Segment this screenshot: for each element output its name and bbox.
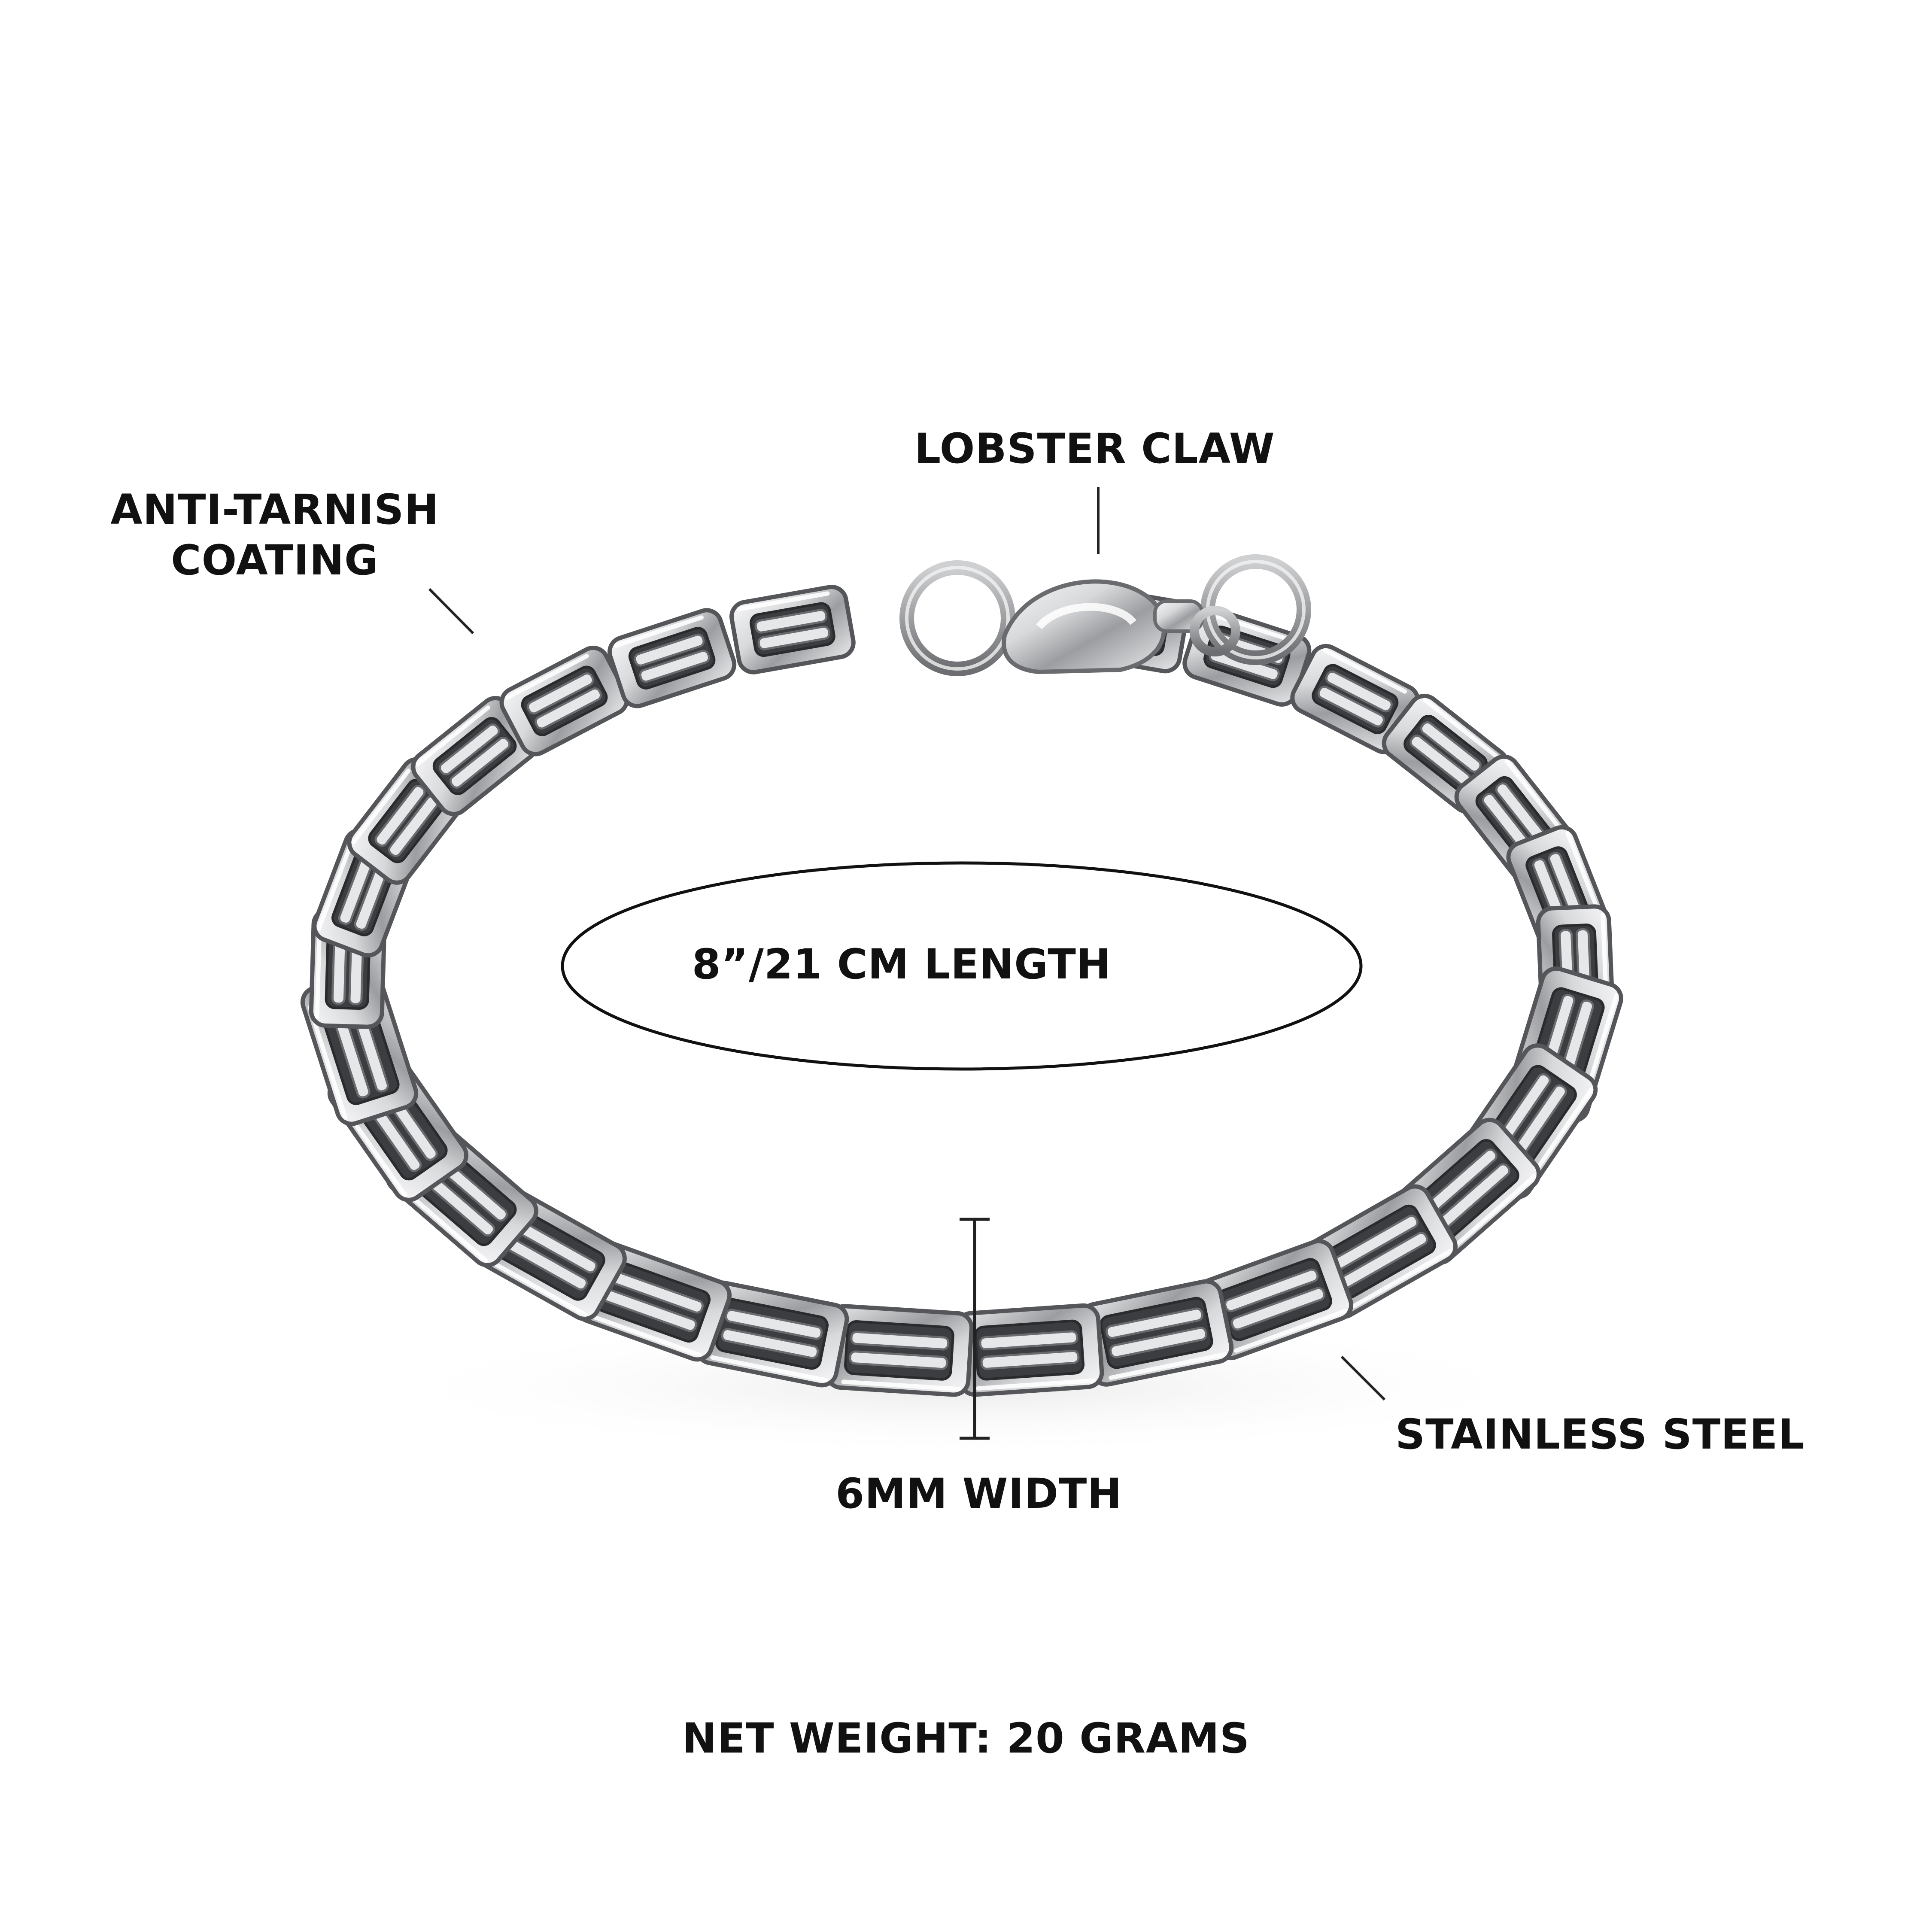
length-label: 8”/21 CM LENGTH xyxy=(692,940,1112,988)
chain-link xyxy=(1079,1279,1234,1387)
chain-link xyxy=(1196,1239,1354,1361)
chain-link xyxy=(1290,644,1420,754)
chain-link xyxy=(954,1303,1104,1397)
anti-tarnish-label-line1: ANTI-TARNISH xyxy=(110,486,439,534)
lobster-claw-label: LOBSTER CLAW xyxy=(914,425,1275,473)
anti-tarnish-leader-line xyxy=(428,588,474,635)
chain-link xyxy=(608,608,737,708)
chain-link xyxy=(695,1280,849,1388)
chain-link xyxy=(729,585,856,674)
width-dimension-marker xyxy=(960,1218,990,1440)
chain-link xyxy=(499,645,629,756)
width-label: 6MM WIDTH xyxy=(835,1470,1122,1518)
chain-link xyxy=(574,1241,732,1362)
anti-tarnish-label: ANTI-TARNISH COATING xyxy=(107,484,442,586)
chain-link xyxy=(824,1304,974,1397)
net-weight-label: NET WEIGHT: 20 GRAMS xyxy=(682,1714,1250,1762)
stainless-steel-leader-line xyxy=(1340,1355,1386,1401)
anti-tarnish-label-line2: COATING xyxy=(171,536,379,584)
stainless-steel-label: STAINLESS STEEL xyxy=(1395,1410,1805,1458)
bracelet-chain xyxy=(300,584,1623,1397)
length-ellipse xyxy=(561,861,1363,1071)
lobster-clasp xyxy=(899,554,1311,676)
